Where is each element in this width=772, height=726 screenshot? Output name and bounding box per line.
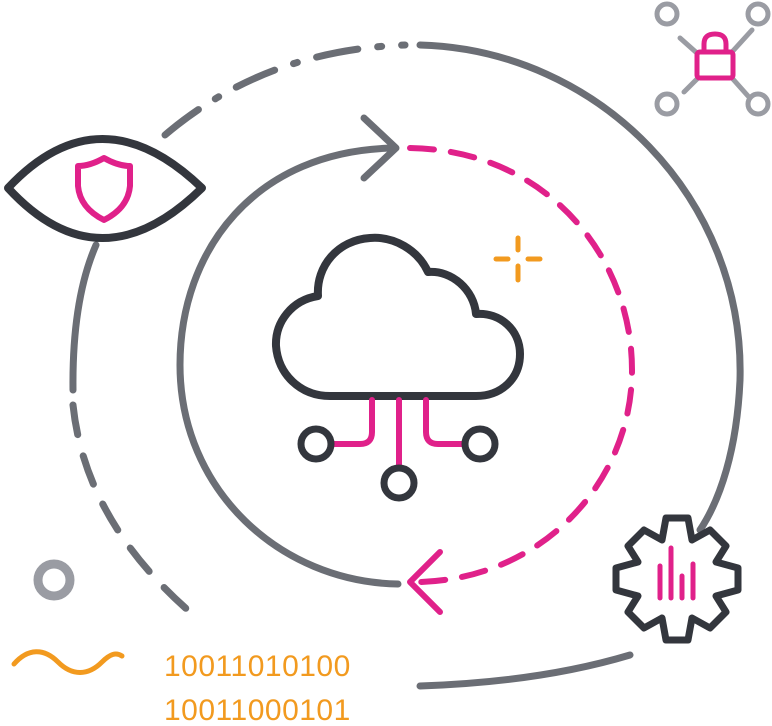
network-lock-icon bbox=[654, 1, 771, 117]
outer-dashed-arc-top bbox=[161, 41, 409, 139]
outer-left-dashed-arc bbox=[69, 401, 194, 616]
inner-magenta-dashed-arc bbox=[407, 145, 636, 585]
binary-line-1: 10011010100 bbox=[164, 650, 351, 683]
sparkle-icon bbox=[493, 235, 543, 283]
cloud-network-icon bbox=[272, 233, 524, 502]
eye-shield-icon bbox=[4, 135, 206, 242]
inner-gray-arc bbox=[176, 144, 402, 588]
top-arrow-icon bbox=[360, 114, 400, 182]
binary-line-2: 10011000101 bbox=[164, 694, 351, 726]
ring-icon bbox=[33, 559, 75, 601]
bottom-arrow-icon bbox=[407, 549, 443, 615]
outer-left-solid-arc bbox=[69, 241, 100, 394]
wave-icon bbox=[11, 649, 125, 675]
outer-solid-arc-right bbox=[416, 41, 744, 534]
outer-solid-arc-bottom bbox=[416, 651, 634, 690]
gear-chart-icon bbox=[612, 514, 742, 644]
